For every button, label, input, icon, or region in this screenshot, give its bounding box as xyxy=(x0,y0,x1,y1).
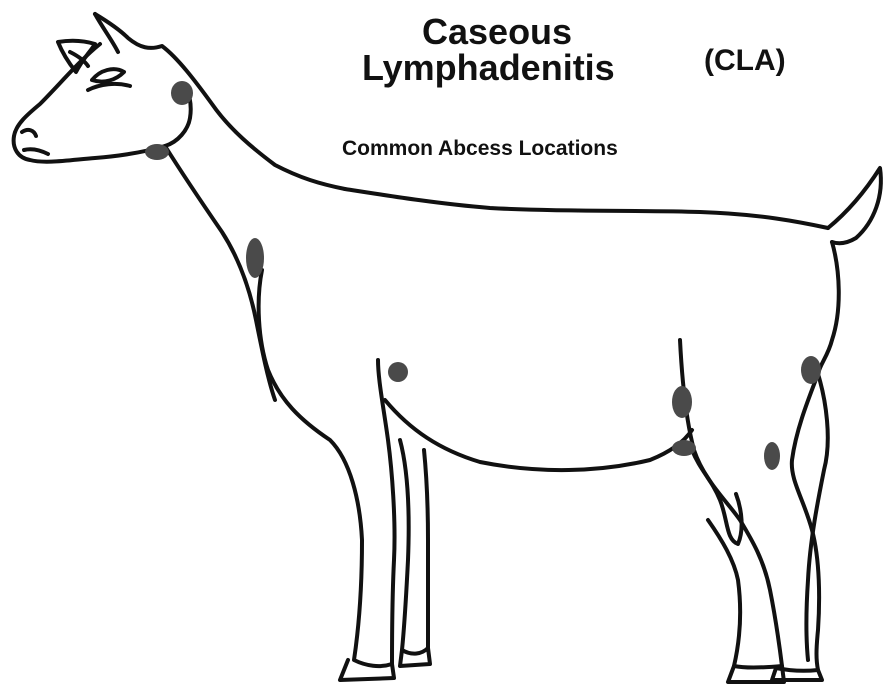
goat-mouth xyxy=(24,149,48,154)
abscess-elbow-marker xyxy=(388,362,408,382)
goat-foreleg-front xyxy=(259,270,395,666)
goat-nostril xyxy=(22,130,36,136)
diagram-title-line-1: Caseous xyxy=(422,14,572,50)
abscess-prescapular-marker xyxy=(246,238,264,278)
abscess-hind-leg-marker xyxy=(764,442,780,470)
abscess-prefemoral-marker xyxy=(672,386,692,418)
goat-foreleg-back xyxy=(400,440,428,654)
goat-hind-leg-front xyxy=(680,340,782,668)
goat-belly xyxy=(385,400,692,470)
abscess-parotid-marker xyxy=(171,81,193,105)
diagram-title-abbreviation: (CLA) xyxy=(704,46,786,76)
goat-head-outline xyxy=(95,14,345,189)
goat-back-line xyxy=(345,189,828,228)
goat-rump xyxy=(807,242,839,660)
goat-face xyxy=(14,44,191,162)
goat-tail xyxy=(828,168,881,243)
abscess-supramammary-marker xyxy=(672,440,696,456)
abscess-popliteal-marker xyxy=(801,356,821,384)
abscess-submandibular-marker xyxy=(145,144,169,160)
diagram-title-line-2: Lymphadenitis xyxy=(362,50,615,86)
goat-eye xyxy=(92,69,124,81)
goat-brow xyxy=(88,84,130,90)
diagram-subtitle: Common Abcess Locations xyxy=(342,138,618,159)
